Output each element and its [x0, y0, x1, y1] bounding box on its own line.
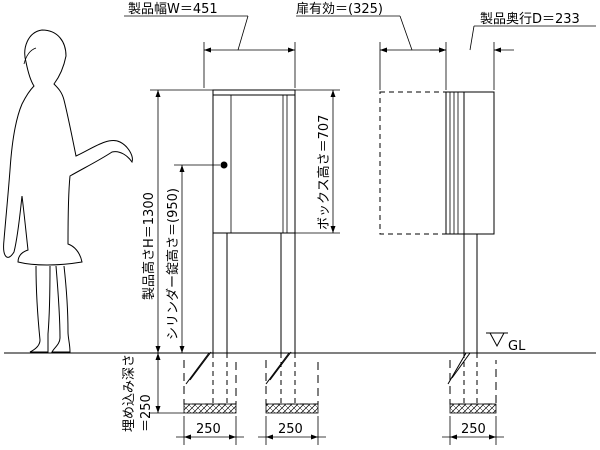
front-view: [183, 89, 319, 414]
box-height-label: ボックス高さ＝707: [316, 115, 332, 230]
cylinder-height-label: シリンダー錠高さ＝(950): [165, 188, 181, 340]
foot-width-label-1: 250: [196, 422, 221, 437]
person-silhouette: [3, 29, 133, 353]
burial-depth-label-1: 埋め込み深さ: [122, 354, 137, 432]
foot-width-label-2: 250: [278, 422, 303, 437]
box-height-dimension: [295, 89, 340, 234]
foot-dimension-2: [258, 416, 326, 445]
foot-width-label-3: 250: [461, 422, 486, 437]
gl-marker: [486, 332, 508, 348]
depth-dimension: [430, 25, 596, 90]
foot-dimension-3: [442, 416, 504, 445]
height-label: 製品高さH＝1300: [141, 192, 157, 300]
door-dimension: [296, 15, 447, 90]
cylinder-lock-icon: [220, 161, 228, 169]
width-label: 製品幅W＝451: [128, 2, 218, 17]
burial-depth-dimension: [150, 353, 184, 414]
door-label: 扉有効＝(325): [296, 1, 383, 17]
burial-depth-label-2: ＝250: [139, 394, 154, 432]
depth-label: 製品奥行D＝233: [480, 12, 580, 27]
height-dimension: [150, 89, 213, 353]
width-dimension: [124, 15, 296, 88]
side-view: [379, 91, 497, 414]
gl-label: GL: [508, 339, 526, 354]
foot-dimension-1: [176, 416, 244, 445]
cylinder-height-dimension: [174, 164, 220, 353]
